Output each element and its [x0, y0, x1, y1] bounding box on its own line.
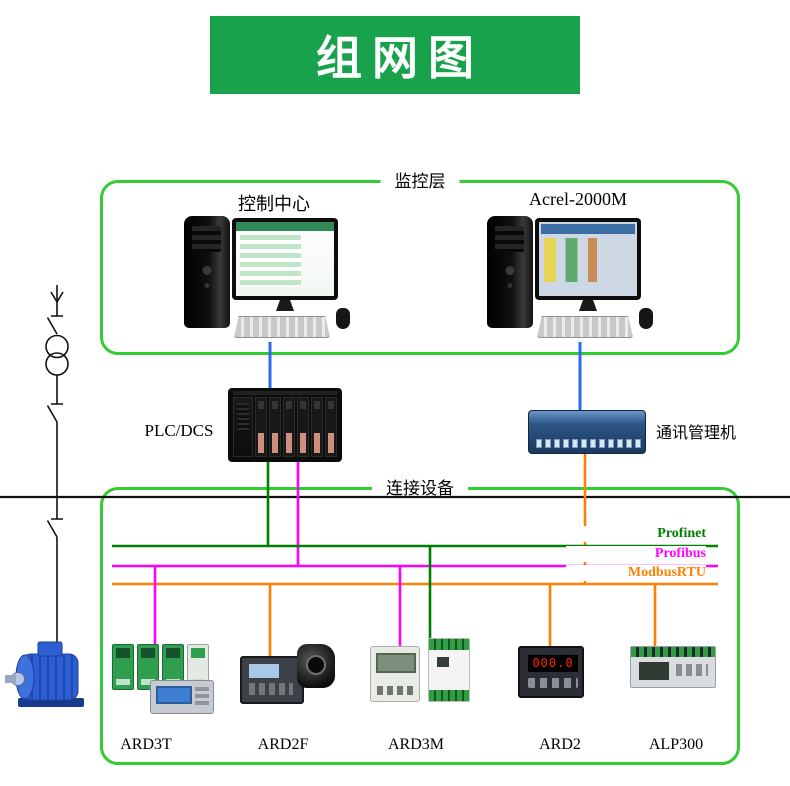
- gateway-label: 通讯管理机: [655, 425, 736, 442]
- pc-tower: [184, 216, 230, 328]
- keyboard: [234, 316, 330, 338]
- monitor-stand: [579, 300, 597, 311]
- plc-dcs-label: PLC/DCS: [144, 421, 214, 440]
- din-rail-module: [112, 644, 134, 690]
- mouse: [336, 308, 350, 329]
- ard3t-display-unit: [150, 680, 214, 714]
- disconnector-icon: [46, 375, 63, 497]
- monitoring-layer-label: 监控层: [380, 170, 460, 194]
- diagram-title: 组网图: [316, 32, 484, 84]
- device-buttons: [377, 686, 415, 695]
- transformer-icon: [45, 352, 69, 376]
- ard3t-device: [112, 644, 209, 690]
- switch-ports: [536, 439, 641, 448]
- plc-io-module: [255, 397, 267, 457]
- motor-graphic: [5, 641, 84, 707]
- plc-io-module: [325, 397, 337, 457]
- lcd-screen: [249, 664, 279, 678]
- plc-io-module: [283, 397, 295, 457]
- motor-feeder-line: [46, 497, 63, 644]
- acrel-2000m-label: Acrel-2000M: [529, 189, 627, 209]
- mouse: [639, 308, 653, 329]
- device-layer-label: 连接设备: [372, 477, 468, 501]
- ard3m-io-module: [428, 638, 470, 702]
- ard2-device: 000.0: [518, 646, 584, 698]
- keyboard: [537, 316, 633, 338]
- ard2f-sensor: [297, 644, 335, 688]
- pc-tower: [487, 216, 533, 328]
- ard3m-display-unit: [370, 646, 420, 702]
- pc-monitor: [232, 218, 338, 300]
- communication-gateway-device: [528, 410, 646, 454]
- lcd-screen: [376, 653, 416, 673]
- plc-io-module: [269, 397, 281, 457]
- profinet-bus-label: Profinet: [566, 526, 706, 542]
- incoming-feeder-arrow: [50, 291, 64, 304]
- profibus-bus-label: Profibus: [566, 546, 706, 562]
- status-led: [437, 657, 449, 667]
- ard2-label: ARD2: [539, 736, 581, 753]
- device-buttons: [195, 687, 209, 707]
- ard3t-label: ARD3T: [120, 736, 172, 753]
- lcd-screen: [156, 686, 192, 704]
- pc-monitor: [535, 218, 641, 300]
- acrel-2000m-computer: [485, 212, 660, 344]
- device-buttons: [528, 678, 578, 688]
- diagram-title-banner: 组网图: [210, 16, 580, 94]
- din-rail-module: [137, 644, 159, 690]
- ard3m-label: ARD3M: [387, 736, 444, 753]
- device-buttons: [249, 683, 293, 695]
- plc-io-module: [311, 397, 323, 457]
- plc-cpu-module: [233, 397, 253, 457]
- scada-screen: [539, 222, 637, 296]
- plc-io-module: [297, 397, 309, 457]
- led-display: 000.0: [528, 655, 578, 672]
- alp300-label: ALP300: [648, 736, 704, 753]
- alp300-device: [630, 646, 716, 688]
- scada-screen: [236, 222, 334, 296]
- monitoring-layer-box: 监控层: [100, 170, 740, 355]
- disconnector-icon: [46, 302, 63, 335]
- transformer-icon: [45, 334, 69, 359]
- control-center-label: 控制中心: [238, 194, 310, 214]
- device-buttons: [676, 664, 708, 676]
- ard2f-device: [240, 656, 304, 704]
- lcd-screen: [639, 662, 669, 680]
- control-center-computer: [182, 212, 357, 344]
- plc-dcs-device: [228, 388, 342, 462]
- monitor-stand: [276, 300, 294, 311]
- ard2f-label: ARD2F: [257, 736, 309, 753]
- modbusrtu-bus-label: ModbusRTU: [566, 565, 706, 581]
